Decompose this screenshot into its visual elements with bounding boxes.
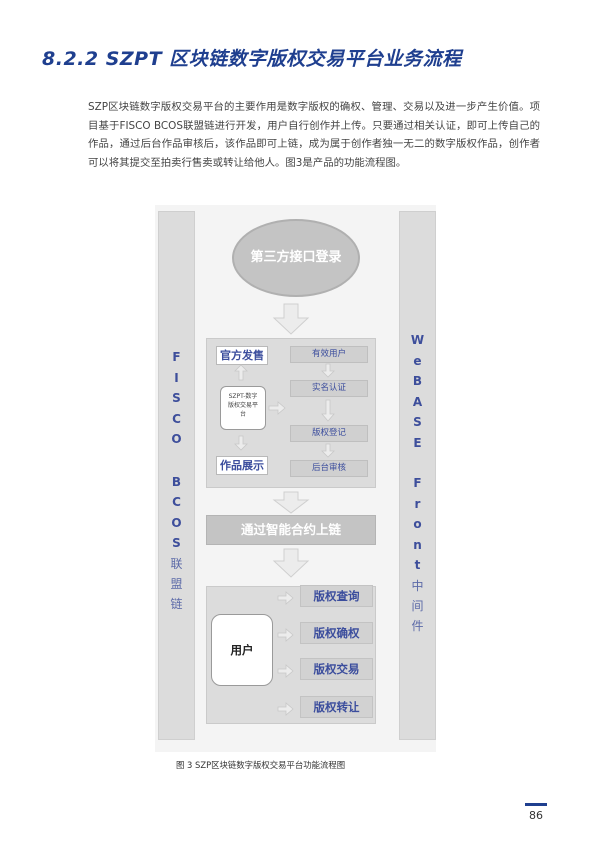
right-arrow-icon <box>277 591 294 605</box>
right-bar-letter: B <box>412 374 423 388</box>
down-arrow-icon <box>321 363 335 378</box>
left-bar-letter: S <box>172 536 181 550</box>
user-node: 用户 <box>211 614 273 686</box>
step-valid-user: 有效用户 <box>290 346 368 363</box>
left-bar-letter: F <box>172 350 181 364</box>
right-bar-letter: S <box>413 415 422 429</box>
right-bar-char: 间 <box>411 598 424 613</box>
left-bar-letter: C <box>172 495 181 509</box>
section-heading: 8.2.2 SZPT 区块链数字版权交易平台业务流程 <box>42 48 462 70</box>
right-bar-char: 件 <box>411 618 424 633</box>
left-bar-letter: S <box>172 391 181 405</box>
down-arrow-icon <box>321 443 335 458</box>
right-bar-letter: e <box>413 353 422 368</box>
left-bar-char: 盟 <box>170 576 183 591</box>
right-bar-letter: r <box>414 496 421 511</box>
feature-copyright-trade: 版权交易 <box>300 658 373 680</box>
feature-copyright-query: 版权查询 <box>300 585 373 607</box>
right-bar-letter: o <box>413 517 422 531</box>
feature-copyright-confirm: 版权确权 <box>300 622 373 644</box>
left-bar-letter: B <box>171 474 182 489</box>
down-arrow-icon <box>272 303 310 335</box>
right-bar-letter: E <box>413 435 422 450</box>
right-bar-letter: F <box>413 476 422 490</box>
step-real-name-auth: 实名认证 <box>290 380 368 397</box>
left-bar-char: 链 <box>170 596 183 611</box>
right-bar-letter: A <box>412 394 423 409</box>
platform-line: 台 <box>239 411 246 418</box>
webase-front-bar: W e B A S E F r o n t 中 间 件 <box>399 211 436 740</box>
down-arrow-icon <box>272 491 310 514</box>
platform-node: SZPT-数字 版权交易平 台 <box>220 386 266 430</box>
page-number: 86 <box>529 809 543 822</box>
fisco-bcos-bar: F I S C O B C O S 联 盟 链 <box>158 211 195 740</box>
right-bar-letter: n <box>413 537 422 552</box>
body-paragraph: SZP区块链数字版权交易平台的主要作用是数字版权的确权、管理、交易以及进一步产生… <box>88 101 540 169</box>
page-number-rule <box>525 803 547 806</box>
right-arrow-icon <box>268 401 286 415</box>
feature-copyright-transfer: 版权转让 <box>300 696 373 718</box>
down-arrow-icon <box>321 399 335 422</box>
left-bar-letter: O <box>171 515 182 530</box>
step-copyright-registration: 版权登记 <box>290 425 368 442</box>
right-arrow-icon <box>277 702 294 716</box>
right-bar-char: 中 <box>411 578 424 593</box>
right-bar-letter: t <box>414 558 421 572</box>
down-arrow-icon <box>272 548 310 578</box>
left-bar-char: 联 <box>170 556 183 571</box>
third-party-login-node: 第三方接口登录 <box>232 219 360 297</box>
platform-line: SZPT-数字 <box>228 393 258 400</box>
left-bar-letter: O <box>171 432 182 446</box>
figure-caption: 图 3 SZP区块链数字版权交易平台功能流程图 <box>176 760 346 770</box>
right-bar-letter: W <box>410 333 425 347</box>
right-arrow-icon <box>277 628 294 642</box>
official-sale-box: 官方发售 <box>216 346 268 365</box>
left-bar-letter: C <box>172 411 181 426</box>
works-display-box: 作品展示 <box>216 456 268 475</box>
smart-contract-chain-bar: 通过智能合约上链 <box>206 515 376 545</box>
up-arrow-icon <box>234 364 248 381</box>
step-backend-review: 后台审核 <box>290 460 368 477</box>
right-arrow-icon <box>277 664 294 678</box>
platform-line: 版权交易平 <box>227 402 258 409</box>
down-arrow-icon <box>234 435 248 451</box>
left-bar-letter: I <box>174 370 179 385</box>
